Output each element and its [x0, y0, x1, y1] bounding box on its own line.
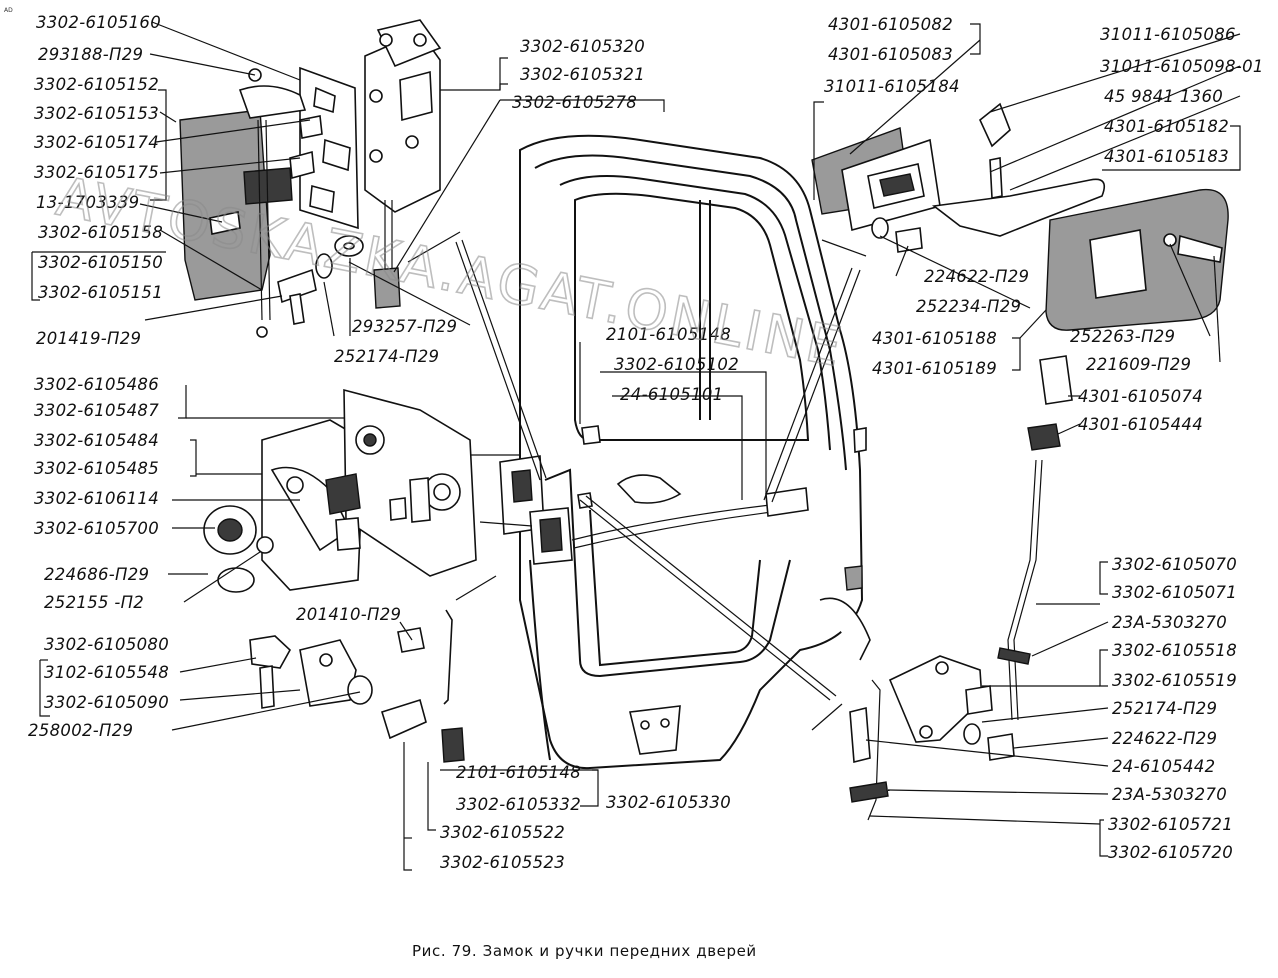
part-label: 3302-6105320 [520, 37, 645, 56]
part-label: 224622-П29 [924, 267, 1029, 286]
part-label: 293188-П29 [38, 45, 143, 64]
part-label: 3302-6105321 [520, 65, 645, 84]
corner-mark: AD [4, 7, 13, 14]
part-label: 3302-6105330 [606, 793, 731, 812]
part-label: 3302-6105071 [1112, 583, 1237, 602]
part-label: 4301-6105183 [1104, 147, 1229, 166]
connecting-rod [771, 269, 861, 503]
part-label: 258002-П29 [28, 721, 133, 740]
part-label: 31011-6105098-01 [1100, 57, 1264, 76]
striker-plate [364, 19, 442, 309]
part-label: 252174-П29 [1112, 699, 1217, 718]
part-label: 3302-6105700 [34, 519, 159, 538]
part-label: 4301-6105444 [1078, 415, 1203, 434]
part-label: 31011-6105086 [1100, 25, 1236, 44]
part-label: 13-1703339 [36, 193, 139, 212]
part-label: 3302-6105332 [456, 795, 581, 814]
part-label: 3302-6105720 [1108, 843, 1233, 862]
part-label: 4301-6105188 [872, 329, 997, 348]
part-label: 3302-6106114 [34, 489, 159, 508]
part-label: 3302-6105522 [440, 823, 565, 842]
part-labels: 3302-6105160 293188-П29 3302-6105152 330… [28, 13, 1264, 872]
outer-handle-assembly [179, 66, 364, 338]
part-label: 2101-6105148 [606, 325, 731, 344]
part-label: 252174-П29 [334, 347, 439, 366]
part-label: 224622-П29 [1112, 729, 1217, 748]
part-label: 4301-6105074 [1078, 387, 1203, 406]
part-label: 3302-6105153 [34, 104, 159, 123]
part-label: 23А-5303270 [1112, 785, 1227, 804]
part-label: 3302-6105487 [34, 401, 159, 420]
part-label: 3302-6105485 [34, 459, 159, 478]
part-label: 3302-6105175 [34, 163, 159, 182]
part-label: 221609-П29 [1086, 355, 1191, 374]
part-label: 23А-5303270 [1112, 613, 1227, 632]
key-cylinder [249, 609, 465, 763]
part-label: 24-6105101 [620, 385, 723, 404]
part-label: 252155 -П2 [44, 593, 144, 612]
part-label: 3302-6105486 [34, 375, 159, 394]
figure-caption: Рис. 79. Замок и ручки передних дверей [412, 942, 757, 960]
connecting-rod [585, 495, 837, 697]
connecting-rod [579, 499, 831, 701]
part-label: 224686-П29 [44, 565, 149, 584]
part-label: 3302-6105519 [1112, 671, 1237, 690]
part-label: 3302-6105174 [34, 133, 159, 152]
part-label: 201410-П29 [296, 605, 401, 624]
part-label: 3302-6105523 [440, 853, 565, 872]
connecting-rod [763, 267, 853, 501]
part-label: 252234-П29 [916, 297, 1021, 316]
part-label: 3302-6105151 [38, 283, 163, 302]
part-label: 3302-6105090 [44, 693, 169, 712]
part-label: 3302-6105160 [36, 13, 161, 32]
connecting-rod [455, 241, 541, 481]
part-label: 3302-6105278 [512, 93, 637, 112]
part-label: 4301-6105082 [828, 15, 953, 34]
lock-mechanism [203, 388, 533, 593]
part-label: 201419-П29 [36, 329, 141, 348]
inner-handle-assembly [811, 102, 1229, 331]
part-label: 4301-6105083 [828, 45, 953, 64]
part-label: 2101-6105148 [456, 763, 581, 782]
part-label: 3102-6105548 [44, 663, 169, 682]
part-label: 45 9841 1360 [1104, 87, 1223, 106]
part-label: 4301-6105182 [1104, 117, 1229, 136]
door-frame [499, 134, 871, 770]
parts-drawing [179, 19, 1229, 821]
part-label: 3302-6105152 [34, 75, 159, 94]
part-label: 31011-6105184 [824, 77, 960, 96]
part-label: 3302-6105080 [44, 635, 169, 654]
part-label: 3302-6105150 [38, 253, 163, 272]
connecting-rod [461, 239, 547, 479]
part-label: 293257-П29 [352, 317, 457, 336]
part-label: 3302-6105721 [1108, 815, 1233, 834]
leader-lines [31, 21, 1241, 871]
part-label: 24-6105442 [1112, 757, 1215, 776]
part-label: 3302-6105158 [38, 223, 163, 242]
part-label: 3302-6105102 [614, 355, 739, 374]
part-label: 4301-6105189 [872, 359, 997, 378]
part-label: 3302-6105484 [34, 431, 159, 450]
part-label: 252263-П29 [1070, 327, 1175, 346]
part-label: 3302-6105518 [1112, 641, 1237, 660]
watermark-text: AVTOSKAZKA.AGAT.ONLINE [52, 165, 849, 379]
part-label: 3302-6105070 [1112, 555, 1237, 574]
